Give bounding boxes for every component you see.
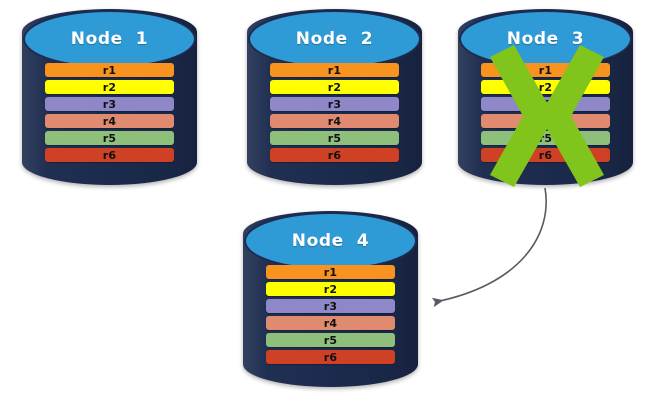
replication-arrow-path (431, 187, 547, 308)
replica-row-list: r1 r2 r3 r4 r5 r6 (44, 63, 175, 162)
replica-row-label: r2 (327, 80, 342, 94)
replica-row-label: r1 (538, 63, 553, 77)
node-label: Node 4 (291, 231, 370, 251)
replica-row-label: r4 (323, 316, 338, 330)
replica-row-r5[interactable]: r5 (44, 131, 175, 145)
replica-row-r1[interactable]: r1 (269, 63, 400, 77)
replica-row-label: r4 (102, 114, 117, 128)
replica-row-label: r5 (327, 131, 342, 145)
replica-row-r1[interactable]: r1 (265, 265, 396, 279)
replica-row-list: r1 r2 r3 r4 r5 r6 (269, 63, 400, 162)
replica-row-label: r3 (323, 299, 338, 313)
replica-row-label: r2 (102, 80, 117, 94)
replica-row-r6[interactable]: r6 (44, 148, 175, 162)
node-3[interactable]: Node 3 r1 r2 r3 r4 r5 r6 (458, 9, 633, 185)
node-label: Node 2 (295, 29, 374, 49)
replica-row-r6[interactable]: r6 (269, 148, 400, 162)
replica-row-r5[interactable]: r5 (265, 333, 396, 347)
replica-row-r3[interactable]: r3 (480, 97, 611, 111)
replica-row-r2[interactable]: r2 (480, 80, 611, 94)
replica-row-label: r1 (327, 63, 342, 77)
replica-row-r1[interactable]: r1 (44, 63, 175, 77)
replica-row-label: r6 (327, 148, 342, 162)
replica-row-label: r5 (102, 131, 117, 145)
replica-row-label: r2 (323, 282, 338, 296)
replica-row-label: r3 (327, 97, 342, 111)
replica-row-r2[interactable]: r2 (265, 282, 396, 296)
replica-row-label: r5 (538, 131, 553, 145)
cylinder-top-ellipse: Node 3 (459, 10, 632, 68)
replica-row-r6[interactable]: r6 (265, 350, 396, 364)
node-2[interactable]: Node 2 r1 r2 r3 r4 r5 r6 (247, 9, 422, 185)
replica-row-label: r5 (323, 333, 338, 347)
replica-row-label: r4 (327, 114, 342, 128)
replica-row-r1[interactable]: r1 (480, 63, 611, 77)
cylinder-top-ellipse: Node 2 (248, 10, 421, 68)
replica-row-r4[interactable]: r4 (269, 114, 400, 128)
replica-row-r3[interactable]: r3 (269, 97, 400, 111)
replica-row-r5[interactable]: r5 (480, 131, 611, 145)
replica-row-label: r4 (538, 114, 553, 128)
replica-row-r5[interactable]: r5 (269, 131, 400, 145)
replica-row-label: r1 (323, 265, 338, 279)
replica-row-r4[interactable]: r4 (480, 114, 611, 128)
cylinder-top-ellipse: Node 1 (23, 10, 196, 68)
replica-row-label: r3 (538, 97, 553, 111)
replica-row-label: r2 (538, 80, 553, 94)
replica-row-r3[interactable]: r3 (265, 299, 396, 313)
replica-row-r4[interactable]: r4 (44, 114, 175, 128)
replica-row-label: r6 (102, 148, 117, 162)
replica-row-r2[interactable]: r2 (269, 80, 400, 94)
node-4[interactable]: Node 4 r1 r2 r3 r4 r5 r6 (243, 211, 418, 387)
node-1[interactable]: Node 1 r1 r2 r3 r4 r5 r6 (22, 9, 197, 185)
replica-row-label: r6 (323, 350, 338, 364)
replica-row-r2[interactable]: r2 (44, 80, 175, 94)
replica-row-label: r3 (102, 97, 117, 111)
replica-row-r3[interactable]: r3 (44, 97, 175, 111)
replica-row-label: r1 (102, 63, 117, 77)
replica-row-list: r1 r2 r3 r4 r5 r6 (480, 63, 611, 162)
replica-row-label: r6 (538, 148, 553, 162)
replica-row-r4[interactable]: r4 (265, 316, 396, 330)
cylinder-top-ellipse: Node 4 (244, 212, 417, 270)
node-label: Node 3 (506, 29, 585, 49)
replica-row-r6[interactable]: r6 (480, 148, 611, 162)
node-label: Node 1 (70, 29, 149, 49)
replica-row-list: r1 r2 r3 r4 r5 r6 (265, 265, 396, 364)
